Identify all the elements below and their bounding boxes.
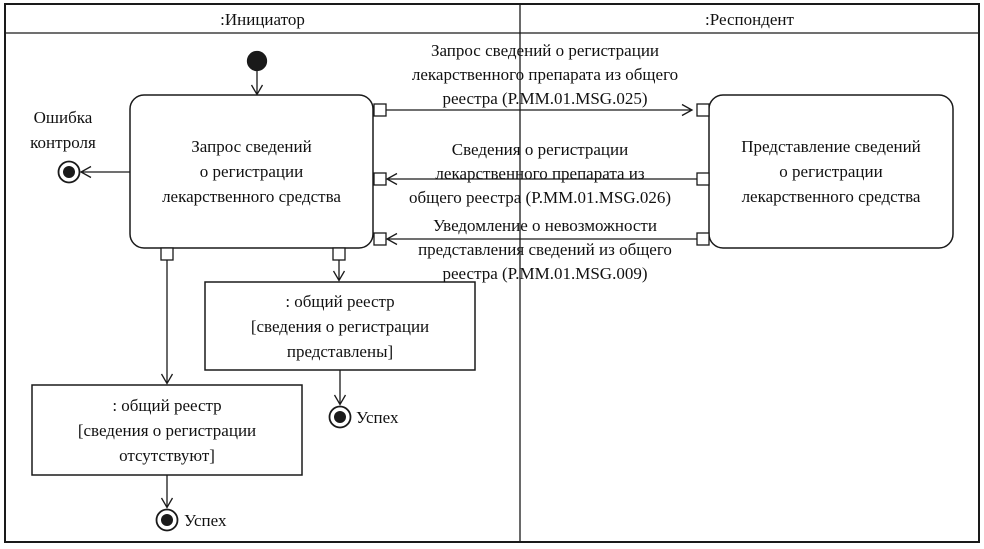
final-node-error-dot — [63, 166, 75, 178]
initial-node — [246, 50, 268, 72]
final-node-success-absent-dot — [161, 514, 173, 526]
arrowhead-down-icon — [160, 373, 174, 385]
pin-request-in — [696, 103, 710, 117]
arrowhead-right-icon — [681, 103, 694, 117]
success-registered-label: Успех — [356, 408, 399, 427]
pin-object-registered — [332, 247, 346, 261]
arrowhead-down-icon — [333, 394, 347, 406]
object-absent-label: : общий реестр [сведения о регистрации о… — [77, 395, 257, 465]
pin-request-out — [373, 103, 387, 117]
message-notice-label: Уведомление о невозможности представлени… — [418, 216, 672, 283]
object-registered-label: : общий реестр [сведения о регистрации п… — [250, 291, 430, 361]
final-node-success-registered-dot — [334, 411, 346, 423]
arrowhead-down-icon — [160, 497, 174, 509]
pin-response-in — [373, 172, 387, 186]
arrowhead-left-icon — [385, 232, 398, 246]
arrowhead-down-icon — [332, 270, 346, 282]
success-absent-label: Успех — [184, 511, 227, 530]
action-initiator-label: Запрос сведений о регистрации лекарствен… — [162, 137, 341, 206]
pin-response-out — [696, 172, 710, 186]
lane-header-initiator: :Инициатор — [220, 10, 305, 29]
pin-object-absent — [160, 247, 174, 261]
action-respondent-label: Представление сведений о регистрации лек… — [741, 137, 921, 206]
action-respondent-provide — [708, 94, 954, 249]
diagram-frame — [4, 3, 980, 543]
error-final-label: Ошибка контроля — [30, 108, 96, 152]
object-node-registered — [204, 281, 476, 371]
lane-header-respondent: :Респондент — [705, 10, 794, 29]
arrowhead-left-icon — [79, 165, 92, 179]
pin-notice-in — [373, 232, 387, 246]
message-response-label: Сведения о регистрации лекарственного пр… — [408, 140, 672, 207]
message-request-label: Запрос сведений о регистрации лекарствен… — [411, 41, 679, 108]
pin-notice-out — [696, 232, 710, 246]
arrowhead-left-icon — [385, 172, 398, 186]
